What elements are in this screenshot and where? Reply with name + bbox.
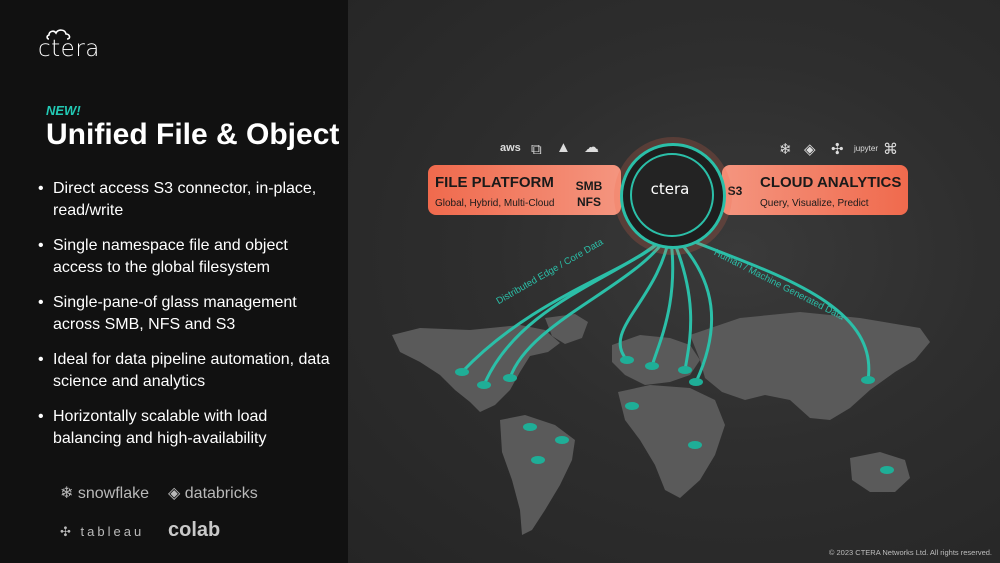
data-node — [861, 376, 875, 384]
colab-logo: colab — [168, 519, 221, 541]
asia-shape — [690, 312, 930, 420]
python-icon: ⌘ — [883, 141, 898, 158]
data-node — [688, 441, 702, 449]
data-node — [689, 378, 703, 386]
nfs-label: NFS — [577, 195, 601, 209]
feature-item: Single-pane-of glass management across S… — [38, 292, 338, 336]
snowflake-icon: ❄ — [60, 485, 74, 502]
europe-shape — [612, 335, 700, 385]
file-platform-box — [428, 165, 621, 215]
s3-label: S3 — [727, 184, 743, 198]
data-node — [523, 423, 537, 431]
data-line — [618, 230, 672, 362]
new-tag: NEW! — [46, 103, 81, 118]
snowflake-icon: ❄ — [779, 141, 792, 158]
databricks-logo: ◈ databricks — [168, 483, 258, 503]
cloud-vendor-icon: ⧉ — [531, 141, 542, 158]
australia-shape — [850, 452, 910, 492]
google-cloud-icon: ☁ — [584, 139, 599, 156]
tableau-icon: ✣ — [60, 524, 74, 539]
data-node — [531, 456, 545, 464]
snowflake-logo: ❄ snowflake — [60, 483, 149, 503]
data-node — [455, 368, 469, 376]
data-line — [508, 230, 672, 380]
data-line — [650, 230, 675, 368]
databricks-icon: ◈ — [168, 485, 181, 502]
tableau-text: tableau — [80, 524, 145, 539]
logo-text: ctera — [38, 36, 100, 62]
africa-shape — [618, 385, 725, 498]
data-line — [482, 230, 672, 387]
copyright: © 2023 CTERA Networks Ltd. All rights re… — [828, 548, 992, 557]
cloud-analytics-box — [722, 165, 908, 215]
file-platform-title: FILE PLATFORM — [435, 174, 554, 191]
databricks-text: databricks — [184, 485, 258, 502]
ctera-logo: ctera — [38, 29, 100, 62]
jupyter-icon: jupyter — [854, 144, 879, 153]
cloud-analytics-subtitle: Query, Visualize, Predict — [760, 198, 869, 209]
data-line — [668, 230, 871, 382]
feature-list: Direct access S3 connector, in-place, re… — [38, 178, 338, 463]
ctera-hub — [630, 153, 714, 237]
greenland-shape — [545, 314, 588, 344]
data-node — [625, 402, 639, 410]
data-node — [620, 356, 634, 364]
cloud-analytics-title: CLOUD ANALYTICS — [760, 174, 902, 191]
slide-title: Unified File & Object — [46, 118, 340, 151]
data-line — [668, 230, 714, 384]
cloud-icon — [46, 29, 71, 40]
feature-item: Ideal for data pipeline automation, data… — [38, 349, 338, 393]
feature-item: Single namespace file and object access … — [38, 235, 338, 279]
databricks-icon: ◈ — [804, 141, 816, 158]
data-node — [880, 466, 894, 474]
feature-item: Horizontally scalable with load balancin… — [38, 406, 338, 450]
north-america-shape — [392, 325, 560, 412]
data-node — [645, 362, 659, 370]
file-platform-subtitle: Global, Hybrid, Multi-Cloud — [435, 198, 555, 209]
hub-label: ctera — [650, 180, 690, 198]
data-node — [477, 381, 491, 389]
data-node — [678, 366, 692, 374]
left-panel: ctera NEW! Unified File & Object Direct … — [0, 0, 348, 563]
data-line — [668, 230, 693, 372]
data-node — [555, 436, 569, 444]
data-node — [503, 374, 517, 382]
tableau-logo: ✣ tableau — [60, 524, 144, 540]
tableau-icon: ✣ — [831, 141, 844, 158]
snowflake-text: snowflake — [77, 485, 150, 502]
smb-label: SMB — [575, 179, 603, 193]
file-protocols: SMB NFS — [574, 178, 604, 210]
aws-icon: aws — [500, 142, 521, 154]
azure-icon: ▲ — [556, 139, 571, 156]
south-america-shape — [500, 415, 575, 535]
feature-item: Direct access S3 connector, in-place, re… — [38, 178, 338, 222]
